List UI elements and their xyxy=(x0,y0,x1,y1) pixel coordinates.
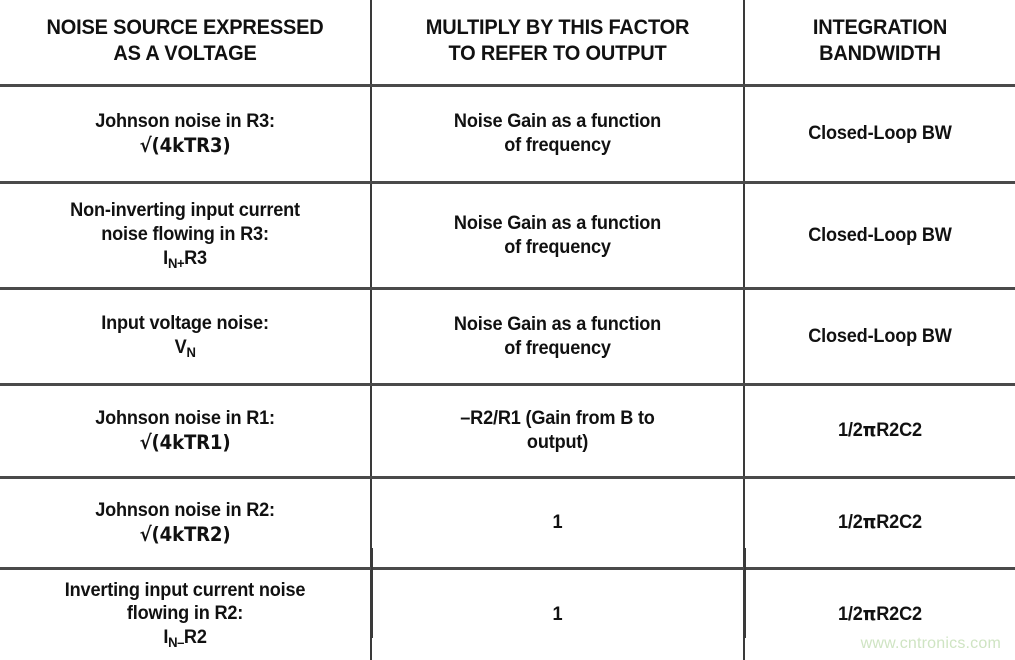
column-header-integration-bandwidth: INTEGRATION BANDWIDTH xyxy=(753,0,1005,86)
header-row: NOISE SOURCE EXPRESSED AS A VOLTAGE MULT… xyxy=(0,0,1015,86)
factor-line1: 1 xyxy=(394,603,720,627)
bandwidth-prefix: 1/2 xyxy=(838,419,863,441)
cell-integration-bandwidth: 1/2πR2C2 xyxy=(753,385,1005,478)
bandwidth-value: Closed-Loop BW xyxy=(808,122,951,144)
factor-line1: Noise Gain as a function xyxy=(394,110,720,134)
column-divider-right-extension xyxy=(744,548,746,638)
factor-line2: of frequency xyxy=(394,134,720,158)
cell-noise-source: Johnson noise in R2: √(4kTR2) xyxy=(13,478,358,569)
cell-multiply-factor: –R2/R1 (Gain from B to output) xyxy=(384,385,731,478)
cell-integration-bandwidth: Closed-Loop BW xyxy=(753,183,1005,289)
formula-main: √(4kTR1) xyxy=(140,431,231,454)
column-header-noise-source-line1: NOISE SOURCE EXPRESSED xyxy=(22,14,347,40)
noise-source-label-line2: flowing in R2: xyxy=(22,602,347,626)
cell-noise-source: Inverting input current noise flowing in… xyxy=(13,569,358,660)
cell-multiply-factor: Noise Gain as a function of frequency xyxy=(384,86,731,183)
formula-main: √(4kTR3) xyxy=(140,134,231,157)
column-header-multiply-factor: MULTIPLY BY THIS FACTOR TO REFER TO OUTP… xyxy=(384,0,731,86)
cell-multiply-factor: 1 xyxy=(384,478,731,569)
noise-source-label: Johnson noise in R3: xyxy=(22,110,347,134)
bandwidth-prefix: 1/2 xyxy=(838,511,863,533)
column-header-noise-source: NOISE SOURCE EXPRESSED AS A VOLTAGE xyxy=(13,0,358,86)
watermark: www.cntronics.com xyxy=(861,635,1001,653)
noise-source-label-line2: noise flowing in R3: xyxy=(22,223,347,247)
formula-suffix: R3 xyxy=(184,247,207,269)
table-row: Johnson noise in R3: √(4kTR3) Noise Gain… xyxy=(0,86,1015,183)
cell-noise-source: Johnson noise in R1: √(4kTR1) xyxy=(13,385,358,478)
bandwidth-value: Closed-Loop BW xyxy=(808,224,951,246)
noise-source-label: Non-inverting input current xyxy=(22,199,347,223)
column-header-noise-source-line2: AS A VOLTAGE xyxy=(22,40,347,66)
bandwidth-prefix: 1/2 xyxy=(838,603,863,625)
pi-symbol: π xyxy=(863,604,877,625)
column-header-integration-bandwidth-line1: INTEGRATION xyxy=(764,14,997,40)
pi-symbol: π xyxy=(863,420,877,441)
noise-source-formula: IN+R3 xyxy=(22,247,347,272)
cell-integration-bandwidth: Closed-Loop BW xyxy=(753,86,1005,183)
bandwidth-value: 1/2πR2C2 xyxy=(838,419,922,441)
cell-multiply-factor: 1 xyxy=(384,569,731,660)
column-header-integration-bandwidth-line2: BANDWIDTH xyxy=(764,40,997,66)
noise-source-formula: IN–R2 xyxy=(22,626,347,651)
cell-noise-source: Non-inverting input current noise flowin… xyxy=(13,183,358,289)
cell-multiply-factor: Noise Gain as a function of frequency xyxy=(384,183,731,289)
formula-subscript: N+ xyxy=(168,255,184,271)
column-header-multiply-factor-line1: MULTIPLY BY THIS FACTOR xyxy=(394,14,720,40)
bandwidth-value: 1/2πR2C2 xyxy=(838,603,922,625)
noise-source-label: Johnson noise in R2: xyxy=(22,499,347,523)
cell-multiply-factor: Noise Gain as a function of frequency xyxy=(384,289,731,385)
bandwidth-suffix: R2C2 xyxy=(876,511,922,533)
table-header: NOISE SOURCE EXPRESSED AS A VOLTAGE MULT… xyxy=(0,0,1015,86)
factor-line1: 1 xyxy=(394,511,720,535)
formula-subscript: N xyxy=(187,344,196,360)
noise-source-label: Input voltage noise: xyxy=(22,312,347,336)
noise-source-formula: √(4kTR1) xyxy=(22,431,347,456)
cell-noise-source: Johnson noise in R3: √(4kTR3) xyxy=(13,86,358,183)
table-row: Input voltage noise: VN Noise Gain as a … xyxy=(0,289,1015,385)
pi-symbol: π xyxy=(863,512,877,533)
formula-main: √(4kTR2) xyxy=(140,523,231,546)
noise-source-formula: √(4kTR2) xyxy=(22,523,347,548)
bandwidth-suffix: R2C2 xyxy=(876,419,922,441)
table-body: Johnson noise in R3: √(4kTR3) Noise Gain… xyxy=(0,86,1015,660)
factor-line1: Noise Gain as a function xyxy=(394,313,720,337)
cell-integration-bandwidth: Closed-Loop BW xyxy=(753,289,1005,385)
noise-source-formula: √(4kTR3) xyxy=(22,134,347,159)
column-header-multiply-factor-line2: TO REFER TO OUTPUT xyxy=(394,40,720,66)
bandwidth-value: Closed-Loop BW xyxy=(808,325,951,347)
formula-suffix: R2 xyxy=(184,626,207,648)
bandwidth-value: 1/2πR2C2 xyxy=(838,511,922,533)
noise-source-label: Inverting input current noise xyxy=(22,579,347,603)
column-divider-left-extension xyxy=(371,548,373,638)
formula-subscript: N– xyxy=(168,634,184,650)
factor-line2: output) xyxy=(394,431,720,455)
formula-symbol: V xyxy=(175,336,187,358)
cell-integration-bandwidth: 1/2πR2C2 xyxy=(753,478,1005,569)
table-row: Non-inverting input current noise flowin… xyxy=(0,183,1015,289)
table-row: Johnson noise in R1: √(4kTR1) –R2/R1 (Ga… xyxy=(0,385,1015,478)
factor-line1: –R2/R1 (Gain from B to xyxy=(394,407,720,431)
factor-line2: of frequency xyxy=(394,337,720,361)
noise-source-formula: VN xyxy=(22,336,347,361)
cell-noise-source: Input voltage noise: VN xyxy=(13,289,358,385)
noise-source-label: Johnson noise in R1: xyxy=(22,407,347,431)
factor-line1: Noise Gain as a function xyxy=(394,212,720,236)
table-row: Johnson noise in R2: √(4kTR2) 1 1/2πR2C2 xyxy=(0,478,1015,569)
factor-line2: of frequency xyxy=(394,236,720,260)
bandwidth-suffix: R2C2 xyxy=(876,603,922,625)
